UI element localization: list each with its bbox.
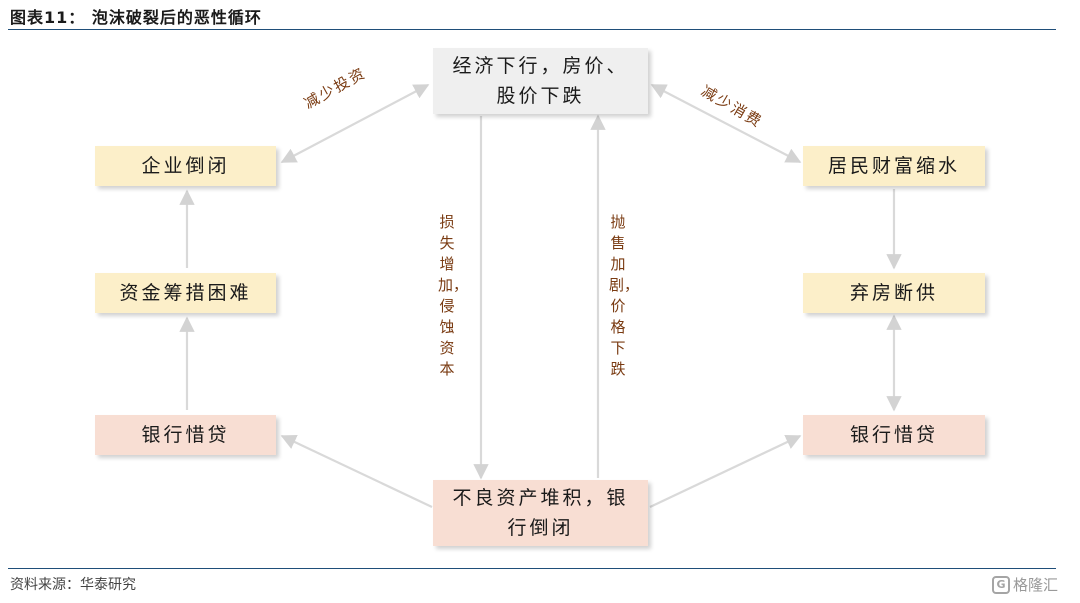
node-funding-difficulty: 资金筹措困难 bbox=[95, 273, 276, 313]
node-mortgage-abandon: 弃房断供 bbox=[803, 273, 985, 313]
top-rule bbox=[8, 29, 1056, 30]
watermark-logo-icon: G bbox=[991, 575, 1010, 594]
node-economy-downturn: 经济下行，房价、股价下跌 bbox=[433, 48, 648, 114]
figure-title: 图表11： 泡沫破裂后的恶性循环 bbox=[10, 8, 262, 27]
bottom-rule bbox=[8, 568, 1056, 569]
label-selloff-price-drop: 抛售加剧，价格下跌 bbox=[609, 213, 640, 378]
arrow-bottom-to-right-bank bbox=[649, 434, 802, 508]
arrow-bottom-to-left-bank bbox=[280, 434, 433, 508]
watermark-text: 格隆汇 bbox=[1012, 576, 1058, 594]
node-left-bank-reluctance: 银行惜贷 bbox=[95, 415, 276, 455]
source-note: 资料来源：华泰研究 bbox=[10, 577, 136, 593]
node-enterprise-closure: 企业倒闭 bbox=[95, 146, 276, 186]
watermark: G 格隆汇 bbox=[991, 574, 1058, 595]
arrow-top-to-household bbox=[650, 84, 802, 163]
node-right-bank-reluctance: 银行惜贷 bbox=[803, 415, 985, 455]
label-losses-erode-capital: 损失增加，侵蚀资本 bbox=[438, 213, 469, 378]
node-bad-assets: 不良资产堆积，银行倒闭 bbox=[433, 480, 648, 546]
node-household-wealth: 居民财富缩水 bbox=[803, 146, 985, 186]
arrow-top-to-enterprise bbox=[280, 84, 430, 163]
